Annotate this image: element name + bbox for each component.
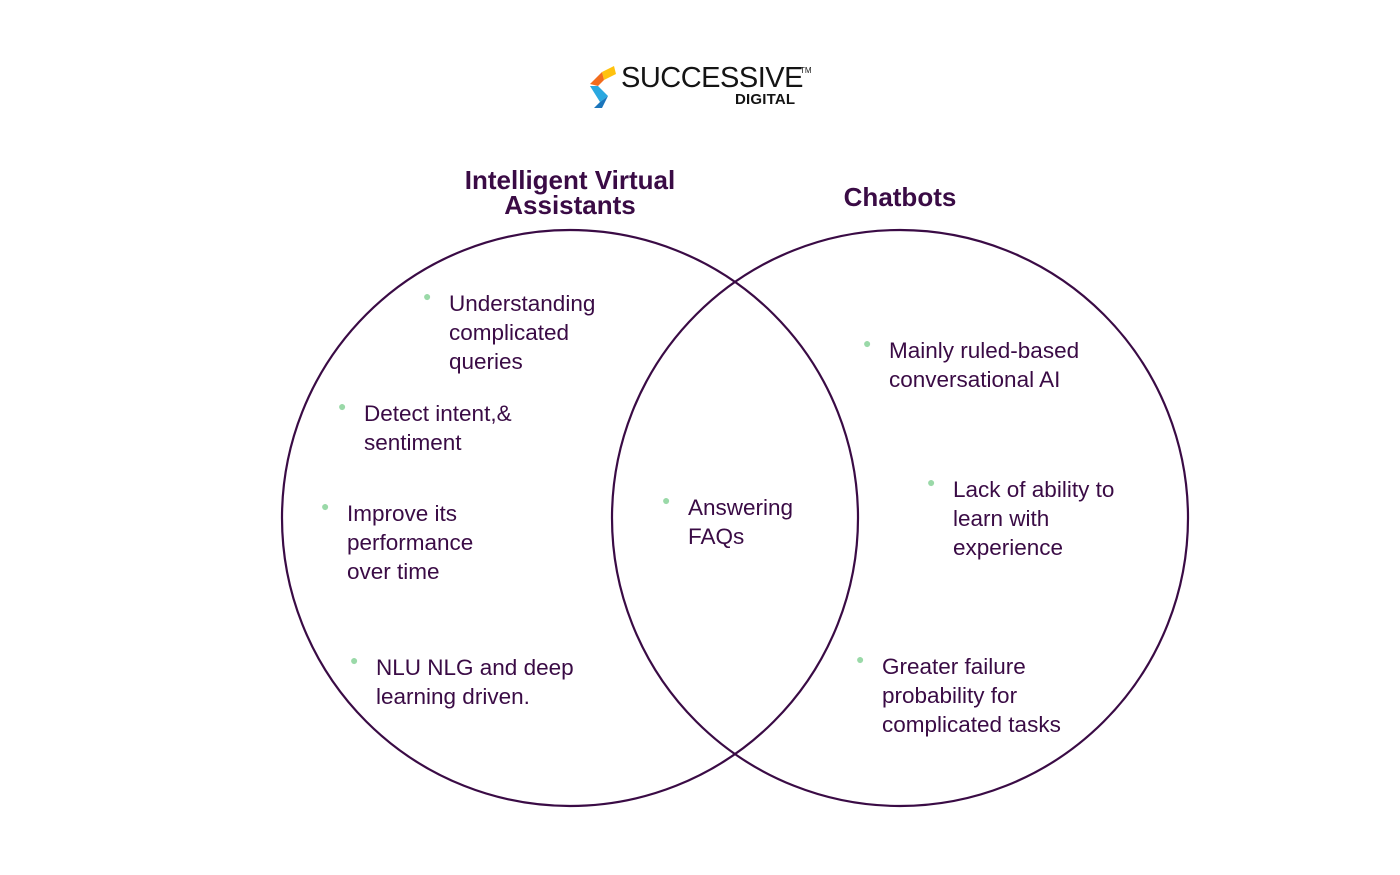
- venn-circle-right: [610, 228, 1190, 808]
- overlap-item-text: Answering FAQs: [688, 495, 794, 549]
- right-item: ● Mainly ruled-based conversational AI: [863, 336, 1163, 436]
- overlap-item: ● Answering FAQs: [662, 493, 962, 593]
- bullet-icon: ●: [423, 288, 432, 304]
- bullet-icon: ●: [863, 335, 872, 351]
- right-item-text: Lack of ability to learn with experience: [953, 477, 1115, 560]
- left-item: ● Understanding complicated queries: [423, 289, 723, 389]
- bullet-icon: ●: [856, 651, 865, 667]
- right-set-title: Chatbots: [843, 182, 957, 212]
- bullet-icon: ●: [662, 492, 671, 508]
- bullet-icon: ●: [338, 398, 347, 414]
- left-set-title: Intelligent Virtual Assistants: [464, 165, 676, 220]
- venn-circle-left: [280, 228, 860, 808]
- logo-mark-icon: [590, 66, 616, 108]
- left-item-text: Improve its performance over time: [347, 501, 474, 584]
- left-item: ● Detect intent,& sentiment: [338, 399, 638, 499]
- right-item-text: Mainly ruled-based conversational AI: [889, 338, 1080, 392]
- logo-trademark: TM: [800, 66, 812, 75]
- left-item-text: Understanding complicated queries: [449, 291, 596, 374]
- left-item-text: Detect intent,& sentiment: [364, 401, 512, 455]
- right-item-text: Greater failure probability for complica…: [882, 654, 1061, 737]
- left-item: ● NLU NLG and deep learning driven.: [350, 653, 650, 753]
- right-item: ● Greater failure probability for compli…: [856, 652, 1156, 752]
- logo-brand-text: SUCCESSIVE: [621, 62, 803, 94]
- bullet-icon: ●: [350, 652, 359, 668]
- left-item-text: NLU NLG and deep learning driven.: [376, 655, 574, 709]
- left-item: ● Improve its performance over time: [321, 499, 621, 599]
- successive-digital-logo: SUCCESSIVE TM DIGITAL: [588, 62, 828, 112]
- bullet-icon: ●: [321, 498, 330, 514]
- right-item: ● Lack of ability to learn with experien…: [927, 475, 1227, 575]
- logo-sub-text: DIGITAL: [735, 91, 796, 108]
- bullet-icon: ●: [927, 474, 936, 490]
